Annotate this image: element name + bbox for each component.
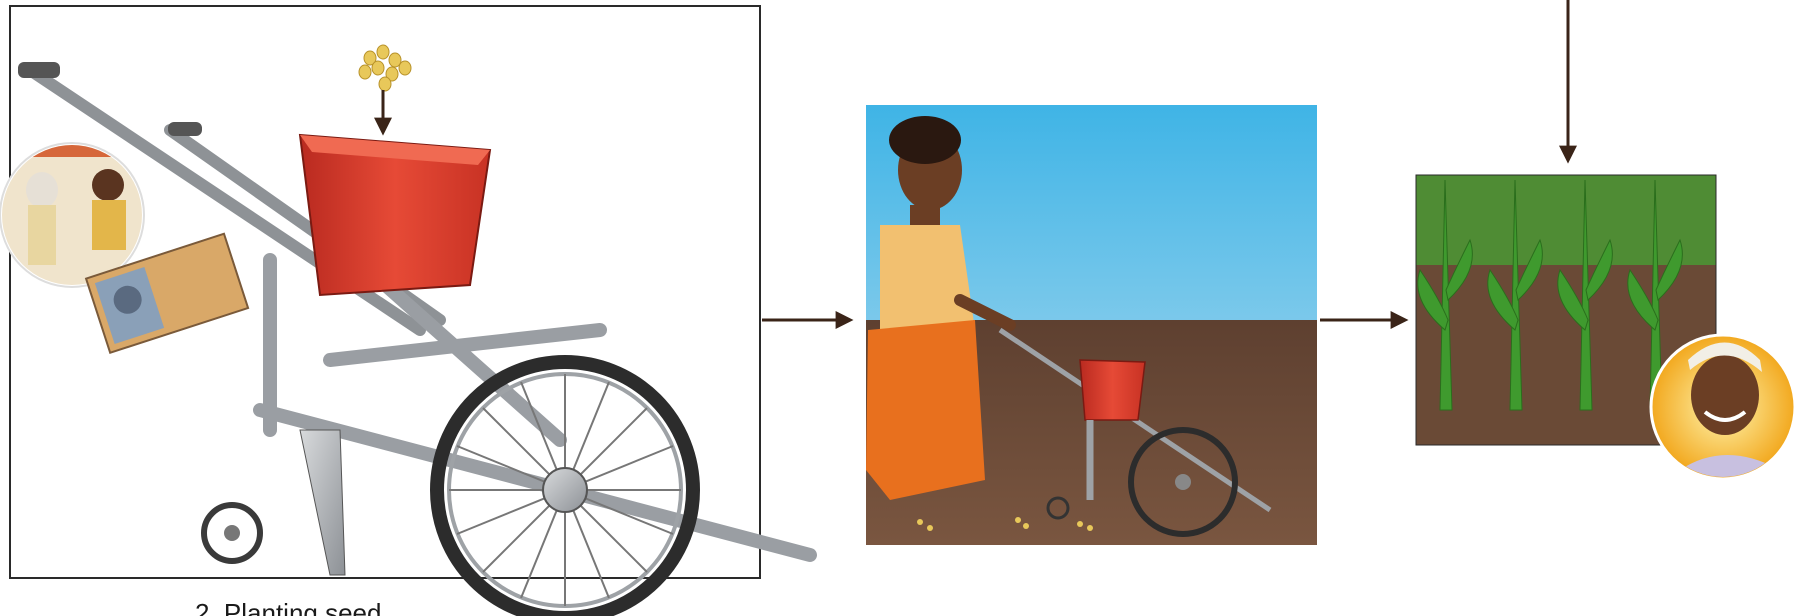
farmer-portrait-inset (1651, 335, 1795, 500)
panel-maize-field (1416, 175, 1795, 500)
caption-fragment: 2. Planting seed (195, 598, 381, 616)
seed-hopper (300, 135, 490, 295)
handle-grip (18, 62, 60, 78)
panel-seeder-machine: 2. Planting seed (0, 6, 810, 616)
panel-farmer-planting (866, 105, 1317, 545)
planter-wheel (437, 362, 693, 616)
handle-grip (168, 122, 202, 136)
